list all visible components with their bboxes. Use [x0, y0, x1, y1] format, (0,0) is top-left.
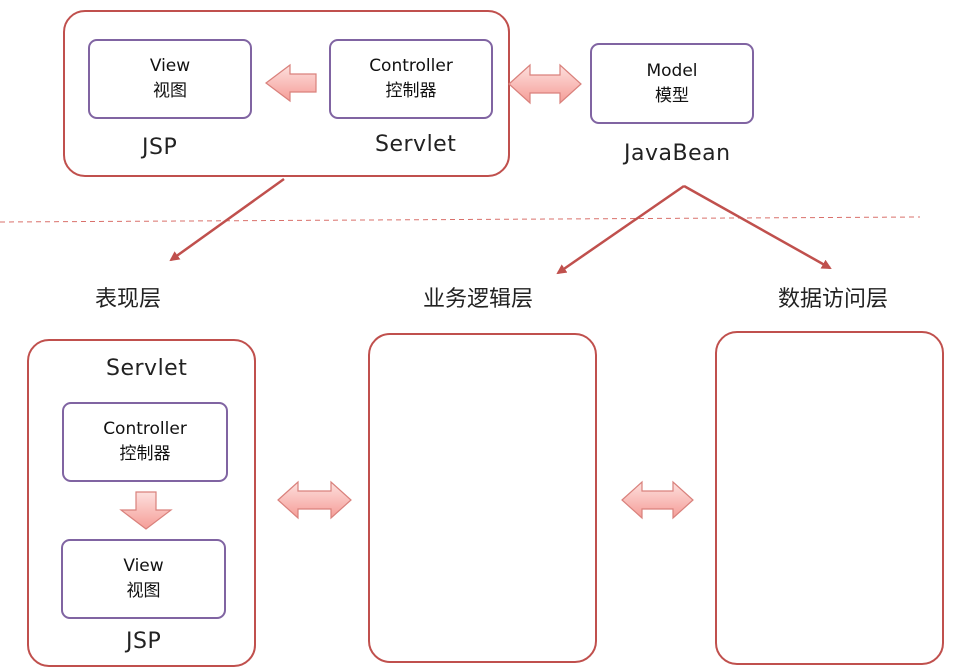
servlet-label-top: Servlet — [375, 132, 457, 157]
javabean-label: JavaBean — [624, 141, 731, 166]
presentation-layer-label: 表现层 — [95, 287, 162, 312]
controller-box-top-title: Controller — [369, 56, 453, 76]
model-box: Model 模型 — [590, 43, 754, 124]
jsp-label-bottom: JSP — [126, 629, 162, 654]
view-box-top-subtitle: 视图 — [153, 81, 187, 101]
data-access-layer-container — [715, 331, 944, 665]
business-layer-label: 业务逻辑层 — [423, 287, 534, 312]
controller-box-top: Controller 控制器 — [329, 39, 493, 119]
model-box-subtitle: 模型 — [655, 85, 689, 106]
javabean-to-business-line — [556, 184, 685, 275]
presentation-business-double-arrow — [277, 480, 352, 520]
javabean-to-data-access-line — [683, 184, 832, 270]
view-box-bottom-subtitle: 视图 — [126, 581, 161, 601]
controller-box-bottom: Controller 控制器 — [62, 402, 228, 482]
controller-to-view-down-arrow — [119, 491, 173, 530]
mvc-to-presentation-line — [169, 177, 285, 262]
controller-box-bottom-subtitle: 控制器 — [119, 444, 171, 464]
layer-divider — [0, 216, 921, 223]
business-layer-container — [368, 333, 597, 663]
controller-model-double-arrow — [508, 63, 582, 105]
view-box-top-title: View — [149, 56, 191, 76]
controller-to-view-arrow — [265, 63, 317, 103]
business-data-access-double-arrow — [621, 480, 694, 520]
controller-box-bottom-title: Controller — [103, 419, 187, 439]
jsp-label-top: JSP — [142, 135, 178, 160]
servlet-label-bottom: Servlet — [106, 356, 188, 381]
model-box-title: Model — [646, 60, 698, 81]
controller-box-top-subtitle: 控制器 — [385, 81, 437, 101]
view-box-bottom: View 视图 — [61, 539, 226, 619]
data-access-layer-label: 数据访问层 — [778, 287, 889, 312]
view-box-bottom-title: View — [123, 556, 164, 576]
view-box-top: View 视图 — [88, 39, 252, 119]
